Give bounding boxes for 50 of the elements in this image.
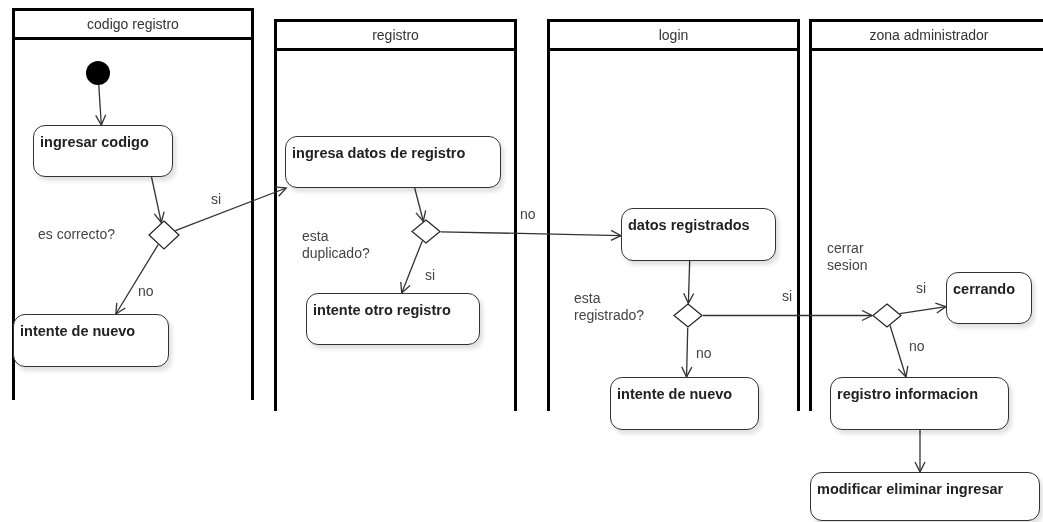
lane-title: login xyxy=(658,25,689,45)
activity-label: registro informacion xyxy=(837,385,979,404)
activity-label: intente de nuevo xyxy=(20,322,137,341)
activity-label: intente de nuevo xyxy=(617,385,734,404)
decision-diamond xyxy=(148,220,180,250)
activity-box xyxy=(13,314,169,367)
activity-box xyxy=(285,136,501,188)
arrow xyxy=(683,260,695,304)
lane-title: registro xyxy=(372,25,419,45)
arrow xyxy=(914,429,926,473)
decision-question: cerrar sesion xyxy=(827,240,869,274)
decision-question: esta registrado? xyxy=(574,290,646,324)
activity-label: ingresar codigo xyxy=(40,133,150,152)
swimlane xyxy=(274,19,517,411)
arrow xyxy=(115,243,159,315)
arrow xyxy=(150,176,165,224)
activity-label: ingresa datos de registro xyxy=(292,144,467,163)
edge-label: si xyxy=(781,288,794,304)
swimlane xyxy=(12,8,254,400)
decision-diamond xyxy=(411,219,441,244)
lane-title: codigo registro xyxy=(87,14,179,34)
activity-box xyxy=(306,293,480,345)
activity-box xyxy=(610,377,759,430)
arrow xyxy=(414,187,427,222)
activity-box xyxy=(621,208,776,261)
activity-box xyxy=(33,125,173,177)
decision-question: esta duplicado? xyxy=(302,228,371,262)
arrow xyxy=(174,186,287,232)
edge-label: si xyxy=(210,191,223,207)
arrow xyxy=(681,327,693,378)
arrow xyxy=(440,229,622,242)
arrow xyxy=(899,302,947,315)
arrow xyxy=(702,309,873,322)
activity-label: cerrando xyxy=(953,280,1017,299)
decision-diamond xyxy=(673,303,703,328)
edge-label: si xyxy=(915,280,928,296)
edge-label: si xyxy=(424,267,437,283)
activity-box xyxy=(810,472,1040,521)
decision-question: es correcto? xyxy=(38,226,117,243)
activity-label: datos registrados xyxy=(628,216,751,235)
activity-label: intente otro registro xyxy=(313,301,452,320)
arrow xyxy=(400,240,423,294)
start-node xyxy=(86,61,110,85)
activity-box xyxy=(830,377,1009,430)
activity-label: modificar eliminar ingresar xyxy=(817,480,1005,499)
decision-diamond xyxy=(872,303,902,328)
lane-title: zona administrador xyxy=(869,25,989,45)
activity-box xyxy=(946,272,1032,324)
arrow xyxy=(95,84,107,126)
arrow xyxy=(889,324,909,378)
